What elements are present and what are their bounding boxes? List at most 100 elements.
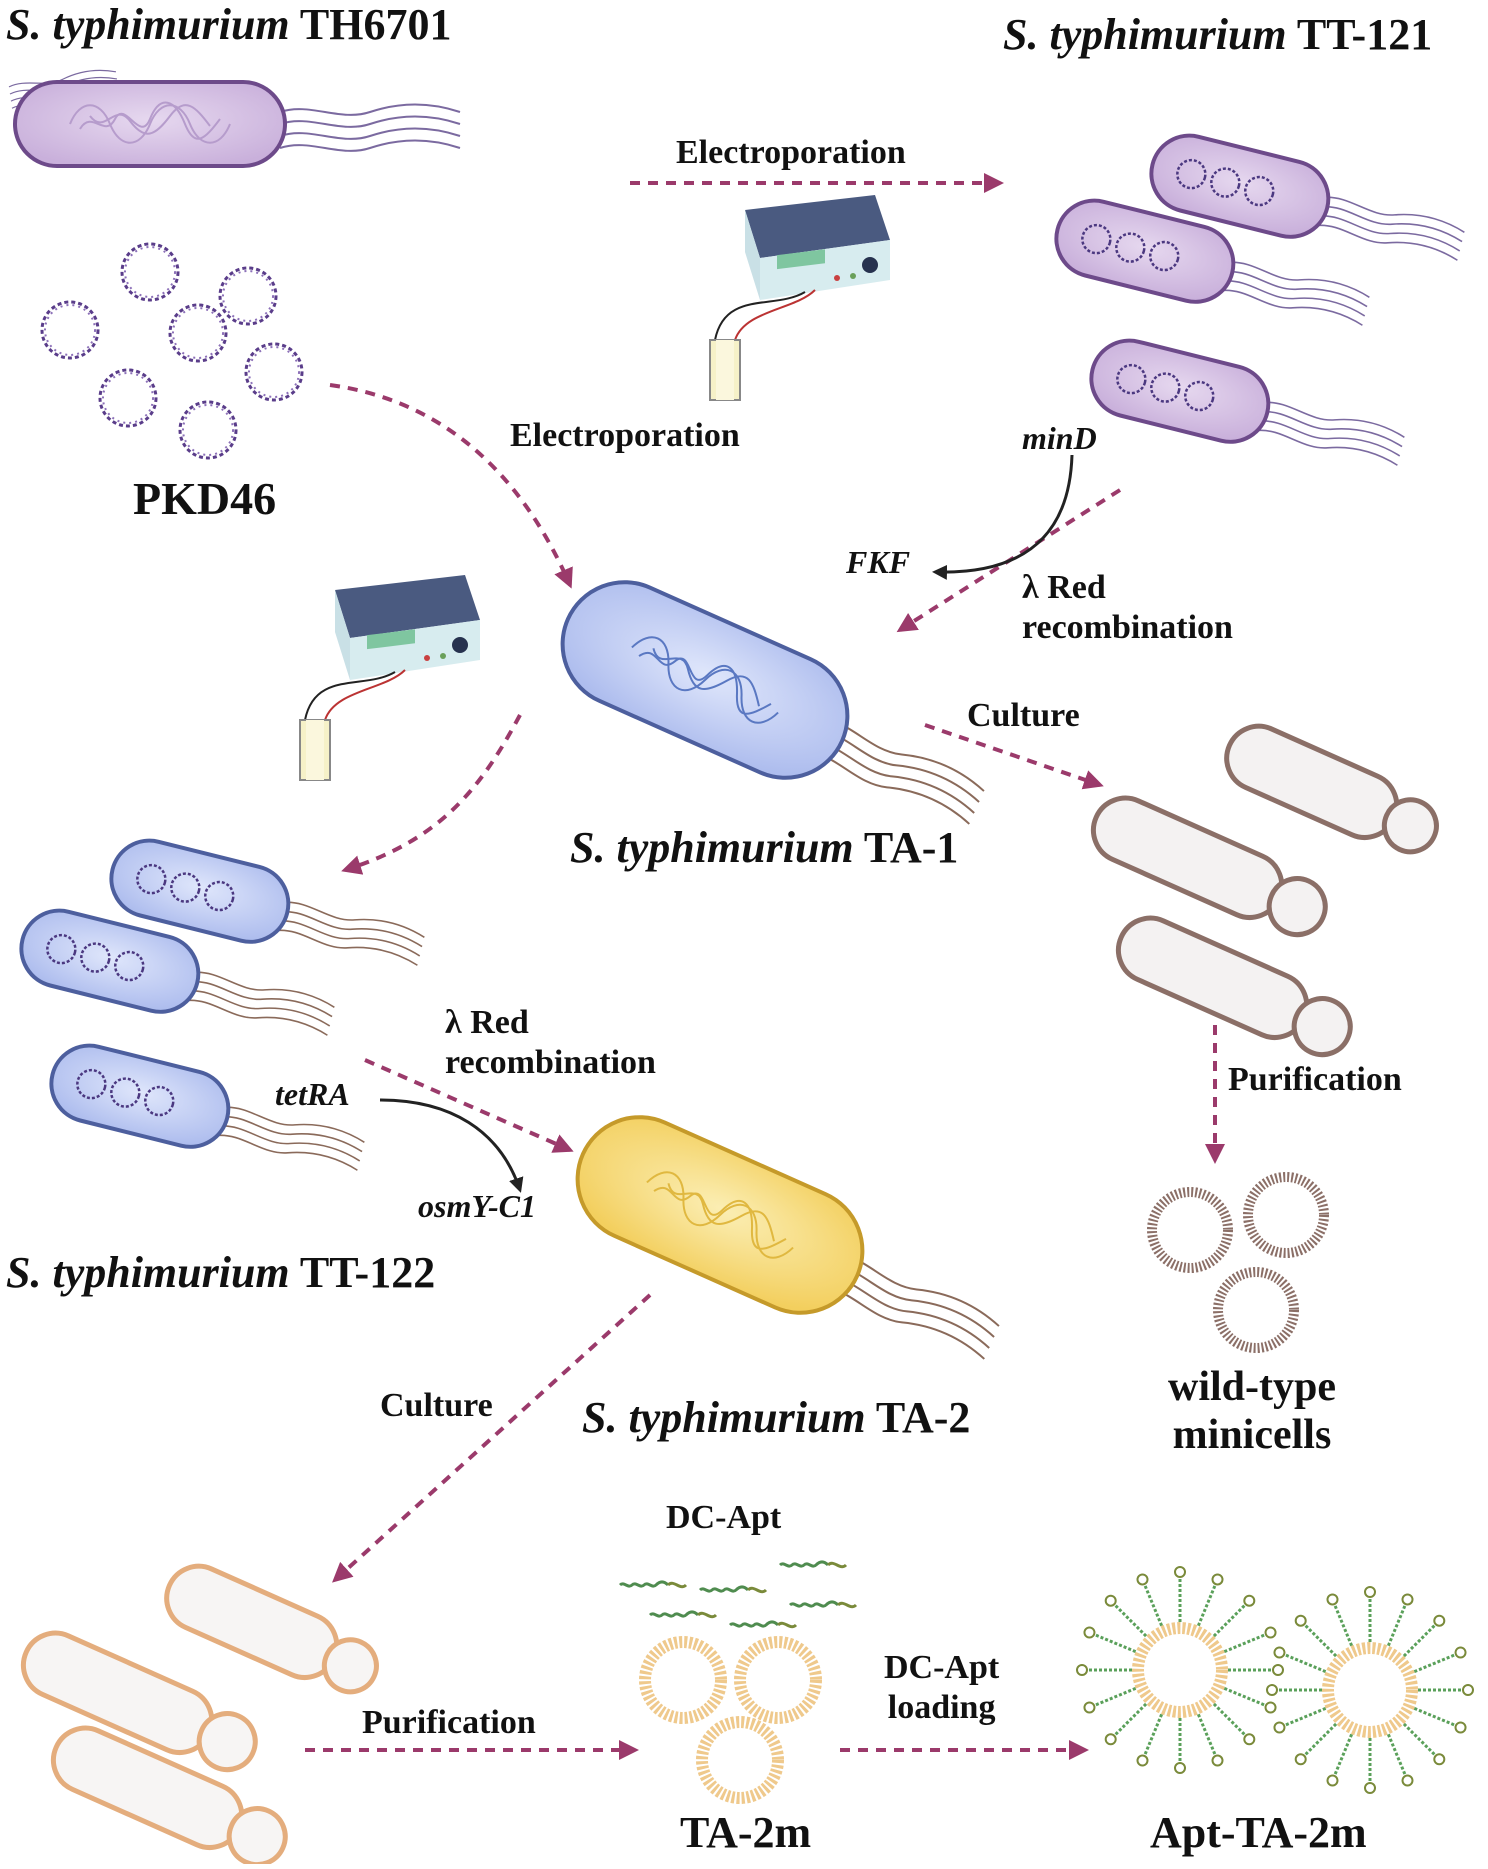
aptamer-strand (1094, 1686, 1137, 1707)
process-arrows (305, 173, 1225, 1760)
dc-apt-loading-line2: loading (887, 1688, 996, 1726)
aptamer-strand (1284, 1706, 1327, 1727)
aptamer-loop (1076, 1664, 1088, 1676)
ta2m-label: TA-2m (680, 1808, 812, 1857)
aptamer-strand (1212, 1702, 1247, 1737)
aptamer-strand (1413, 1653, 1456, 1674)
aptamer-strand (1402, 1722, 1437, 1757)
aptamer-loop (1326, 1774, 1339, 1787)
aptamer-strand (1284, 1653, 1327, 1674)
lambda-red-1-line2: recombination (1022, 608, 1233, 646)
aptamer-strand (1386, 1604, 1407, 1647)
lambda-red-2-line1: λ Red (445, 1004, 529, 1041)
aptamer-loop (1401, 1774, 1414, 1787)
ta2-species: S. typhimurium (582, 1393, 866, 1442)
osmy-gene-label: osmY-C1 (418, 1188, 536, 1224)
aptamer-loop (1243, 1594, 1256, 1607)
aptamer-loop (1401, 1593, 1414, 1606)
aptamer-strand (1212, 1603, 1247, 1638)
aptamer-loop (1104, 1594, 1117, 1607)
aptamer-loop (1136, 1573, 1149, 1586)
lambda-red-2-label: λ Red recombination (445, 1005, 656, 1080)
aptamer-strand (1196, 1713, 1217, 1756)
fkf-gene-label: FKF (846, 544, 911, 580)
ta1-species: S. typhimurium (570, 823, 854, 872)
electroporator-mid (299, 574, 481, 781)
wild-type-line1: wild-type (1168, 1364, 1336, 1410)
dc-apt-aptamers (618, 1560, 858, 1629)
aptamer-loop (1174, 1762, 1186, 1774)
tt121-label: S. typhimurium TT-121 (1003, 10, 1433, 59)
dc-apt-loading-line1: DC-Apt (884, 1649, 1000, 1686)
aptamer-loop (1273, 1646, 1286, 1659)
tt122-name: TT-122 (299, 1248, 436, 1297)
aptamer-loop (1454, 1646, 1467, 1659)
tt121-name: TT-121 (1296, 10, 1433, 59)
aptamer-loop (1272, 1664, 1284, 1676)
th6701-species: S. typhimurium (6, 0, 290, 49)
aptamer-loop (1364, 1586, 1376, 1598)
aptamer-strand (1196, 1584, 1217, 1627)
aptamer-loop (1326, 1593, 1339, 1606)
purification-1-label: Purification (1228, 1061, 1402, 1098)
tt122-bacteria (19, 838, 427, 1174)
gene-swap-arrows (379, 454, 1074, 1193)
aptamer-loop (1433, 1753, 1446, 1766)
purification-2-label: Purification (362, 1704, 536, 1741)
arrow-tt122-to-ta2 (364, 1058, 574, 1153)
ta1-bacterium (560, 580, 988, 828)
aptamer-strand (1113, 1702, 1148, 1737)
wild-type-line2: minicells (1172, 1412, 1332, 1459)
tetra-gene-label: tetRA (275, 1076, 350, 1112)
aptamer-strand (1303, 1722, 1338, 1757)
wild-type-culture-cells (1090, 723, 1439, 1058)
aptamer-loop (1083, 1701, 1096, 1714)
arrow-mind-to-fkf (932, 454, 1074, 580)
arrow-tetra-to-osmy (379, 1098, 524, 1193)
culture-1-label: Culture (967, 697, 1080, 734)
aptamer-strand (1223, 1686, 1266, 1707)
lambda-red-1-line1: λ Red (1022, 569, 1106, 606)
culture-2-label: Culture (380, 1387, 493, 1424)
dc-apt-loading-label: DC-Apt loading (884, 1650, 999, 1725)
ta2-label: S. typhimurium TA-2 (582, 1393, 971, 1442)
wild-type-minicells-label: wild-type minicells (1168, 1365, 1336, 1457)
pkd46-plasmids (40, 242, 304, 460)
aptamer-loop (1266, 1684, 1278, 1696)
apt-ta2m-particles (1076, 1566, 1474, 1794)
tt122-species: S. typhimurium (6, 1248, 290, 1297)
aptamer-strand (1143, 1713, 1164, 1756)
aptamer-loop (1083, 1626, 1096, 1639)
aptamer-loop (1294, 1614, 1307, 1627)
aptamer-loop (1273, 1721, 1286, 1734)
aptamer-loop (1433, 1614, 1446, 1627)
aptamer-strand (1223, 1633, 1266, 1654)
dc-apt-label: DC-Apt (666, 1499, 782, 1536)
ta2m-minicells (639, 1636, 822, 1804)
aptamer-strand (1333, 1733, 1354, 1776)
aptamer-loop (1454, 1721, 1467, 1734)
aptamer-loop (1364, 1782, 1376, 1794)
electroporation-top-label: Electroporation (676, 134, 906, 171)
aptamer-loop (1264, 1701, 1277, 1714)
arrow-ta1-to-tt122 (341, 714, 522, 875)
aptamer-loop (1243, 1733, 1256, 1746)
wild-type-minicells (1147, 1172, 1329, 1353)
aptamer-loop (1462, 1684, 1474, 1696)
aptamer-loop (1211, 1573, 1224, 1586)
aptamer-strand (1303, 1623, 1338, 1658)
ta2-bacterium (575, 1115, 1003, 1363)
ta2-name: TA-2 (875, 1393, 971, 1442)
lambda-red-1-label: λ Red recombination (1022, 570, 1233, 645)
aptamer-strand (1143, 1584, 1164, 1627)
th6701-bacterium (7, 66, 461, 168)
apt-ta2m-label: Apt-TA-2m (1150, 1808, 1367, 1857)
ta1-label: S. typhimurium TA-1 (570, 823, 958, 872)
aptamer-loop (1104, 1733, 1117, 1746)
ta2-culture-cells (20, 1563, 379, 1868)
electroporation-mid-label: Electroporation (510, 417, 740, 454)
arrow-pkd46-to-ta1 (329, 383, 573, 589)
pkd46-label: PKD46 (133, 473, 277, 524)
